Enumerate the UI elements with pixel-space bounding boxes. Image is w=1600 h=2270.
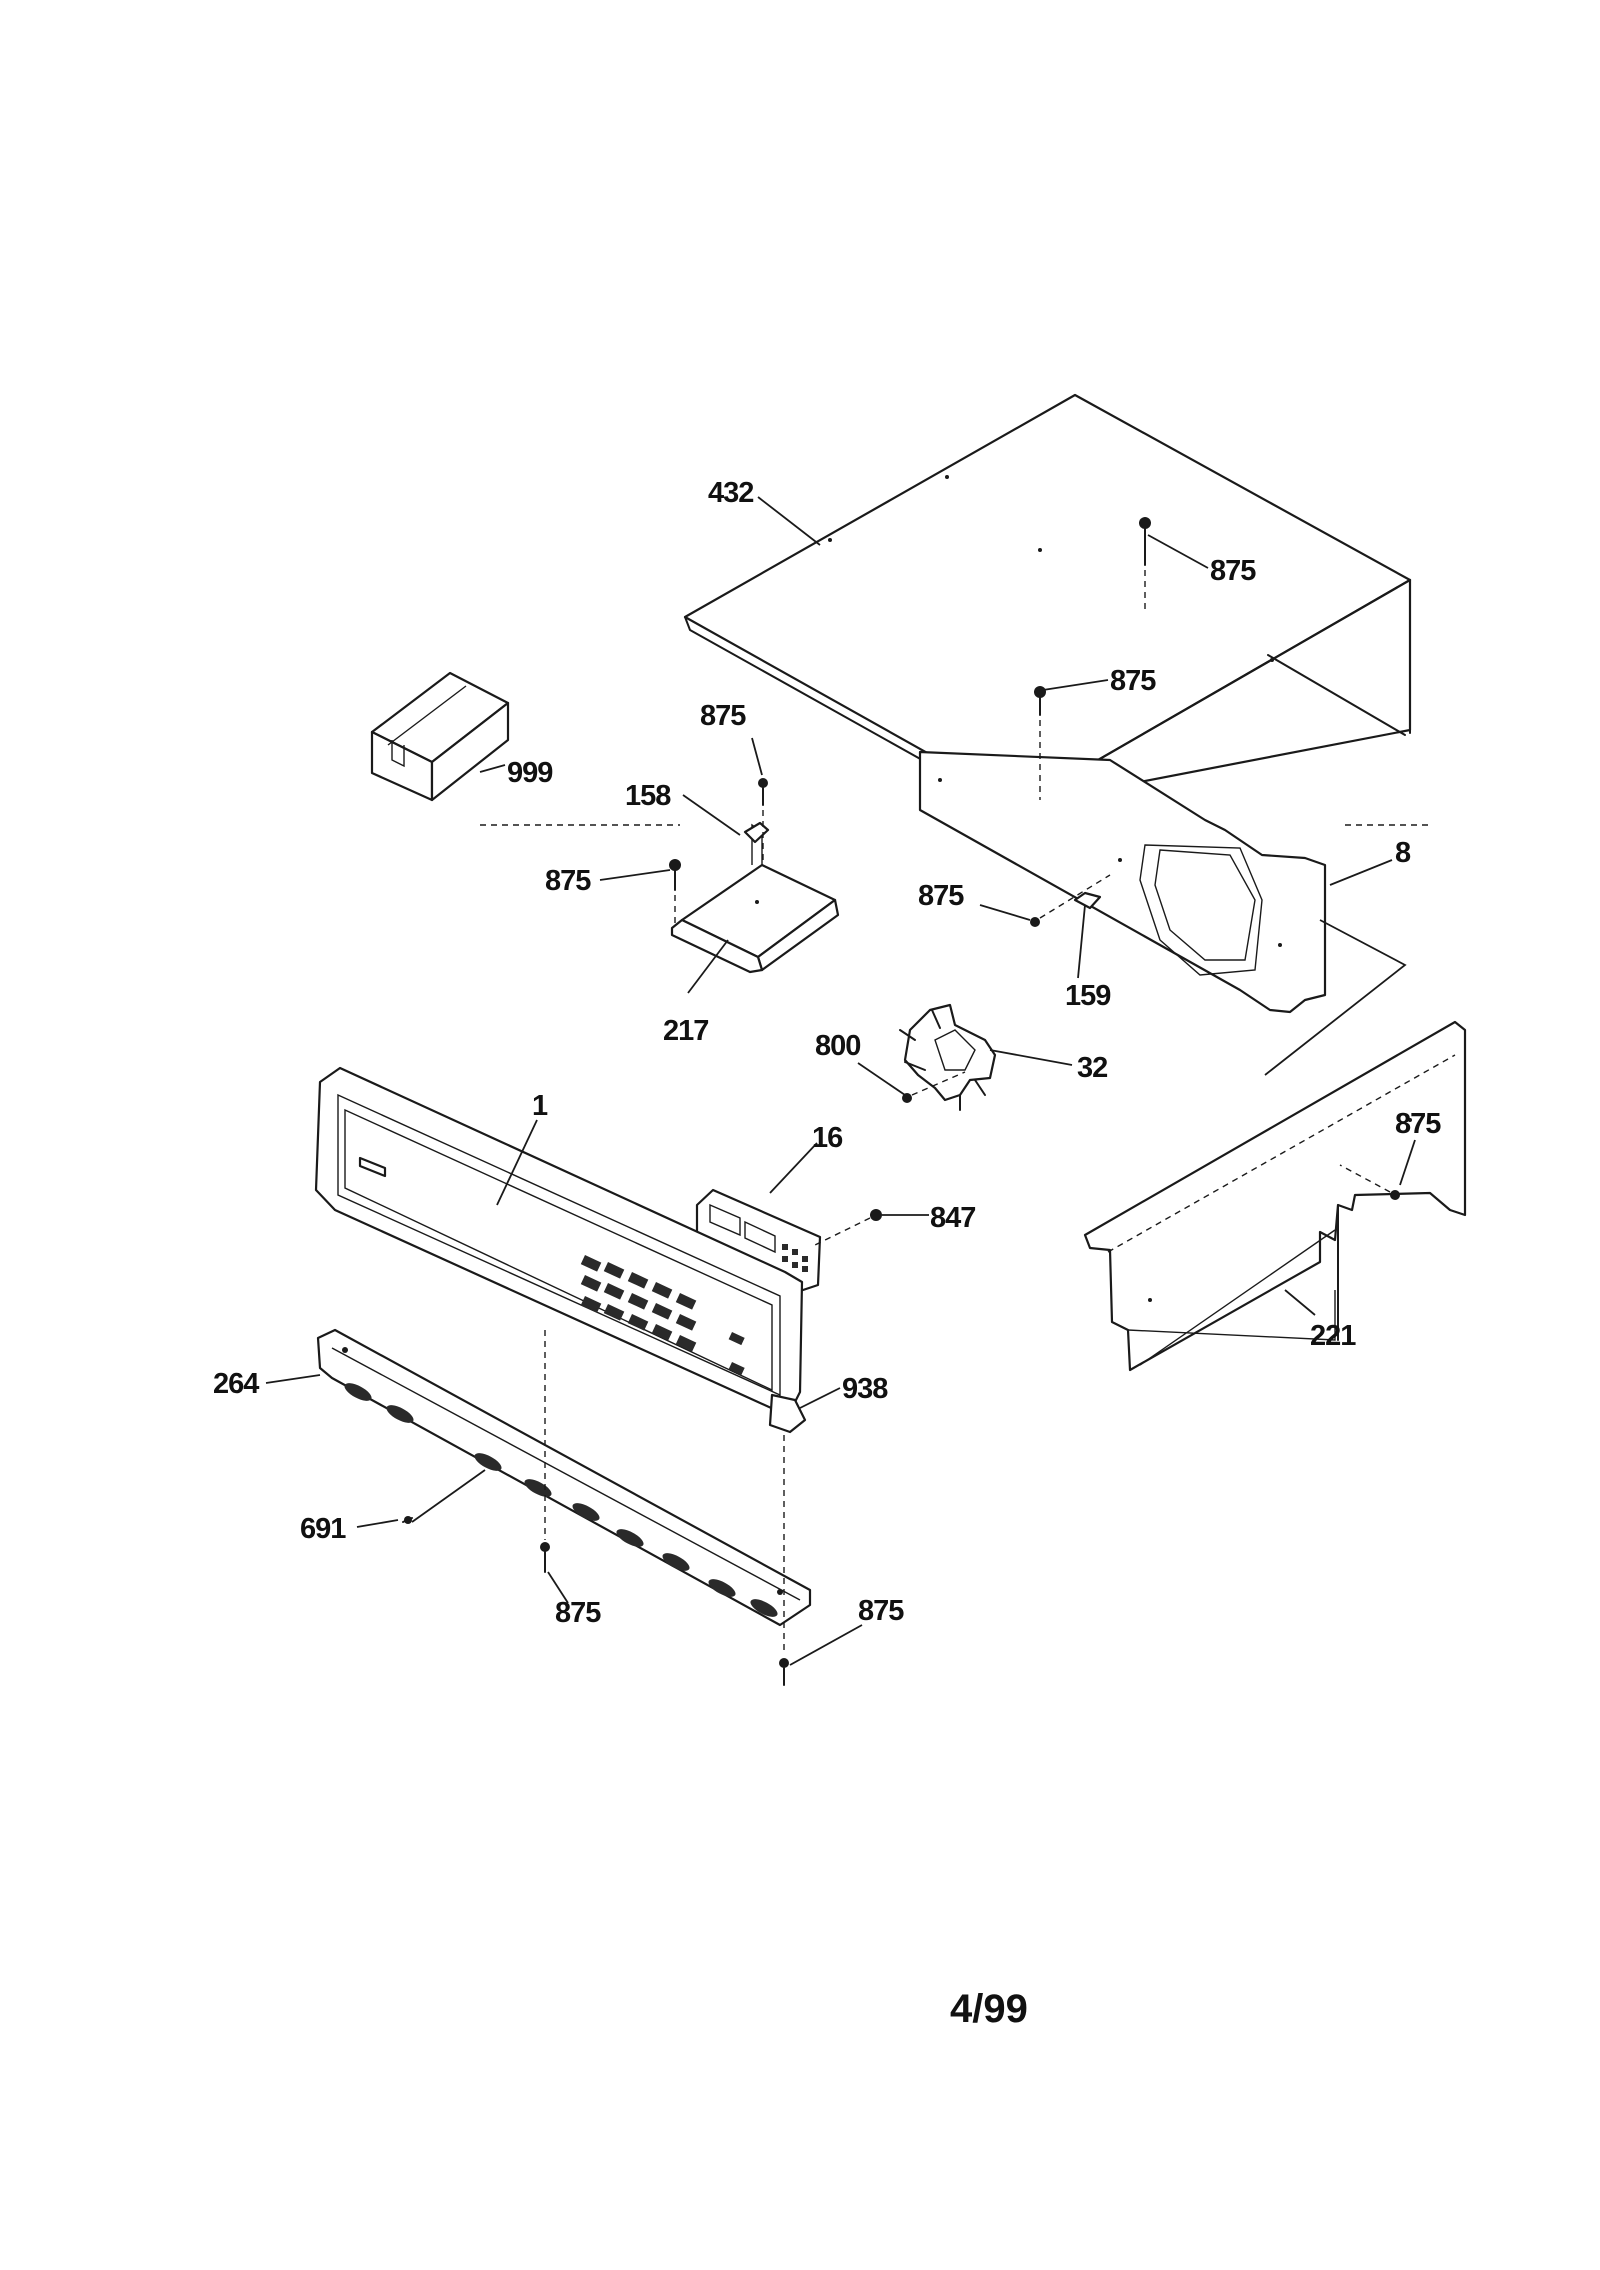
callout-16: 16 bbox=[812, 1122, 843, 1154]
callout-159: 159 bbox=[1065, 980, 1111, 1012]
vent-trim-264 bbox=[316, 1328, 812, 1627]
control-panel-1 bbox=[314, 1066, 807, 1434]
callout-938: 938 bbox=[842, 1373, 888, 1405]
callout-875-bracket-top: 875 bbox=[700, 700, 746, 732]
callout-1: 1 bbox=[532, 1090, 548, 1122]
vent-slots bbox=[344, 1383, 778, 1617]
callout-999: 999 bbox=[507, 757, 553, 789]
callout-875-bottom-right: 875 bbox=[858, 1595, 904, 1627]
clip-158 bbox=[743, 821, 770, 844]
callout-8: 8 bbox=[1395, 837, 1411, 869]
leaders bbox=[265, 496, 1416, 1666]
screws bbox=[402, 517, 1400, 1686]
callout-875-side-shield: 875 bbox=[1395, 1108, 1441, 1140]
callout-875-top-right: 875 bbox=[1210, 555, 1256, 587]
callout-875-bracket-left: 875 bbox=[545, 865, 591, 897]
fan-motor-32 bbox=[899, 1003, 997, 1111]
callout-264: 264 bbox=[213, 1368, 259, 1400]
callout-158: 158 bbox=[625, 780, 671, 812]
box-999 bbox=[370, 671, 510, 802]
callout-691: 691 bbox=[300, 1513, 346, 1545]
callout-847: 847 bbox=[930, 1202, 975, 1234]
side-shield-221 bbox=[1083, 1020, 1467, 1372]
callout-875-cover-front: 875 bbox=[1110, 665, 1156, 697]
callout-800: 800 bbox=[815, 1030, 860, 1062]
callout-875-rear-panel: 875 bbox=[918, 880, 964, 912]
top-cover-432 bbox=[683, 393, 1412, 813]
leader-8-221 bbox=[1264, 919, 1407, 1076]
callout-432: 432 bbox=[708, 477, 753, 509]
rear-panel-8 bbox=[918, 750, 1327, 1014]
callout-32: 32 bbox=[1077, 1052, 1107, 1084]
bracket-217 bbox=[670, 823, 840, 974]
callout-221: 221 bbox=[1310, 1320, 1356, 1352]
keypad-grid bbox=[580, 1255, 745, 1376]
page-label: 4/99 bbox=[950, 1987, 1028, 2031]
callout-217: 217 bbox=[663, 1015, 708, 1047]
callout-875-bottom-left: 875 bbox=[555, 1597, 601, 1629]
